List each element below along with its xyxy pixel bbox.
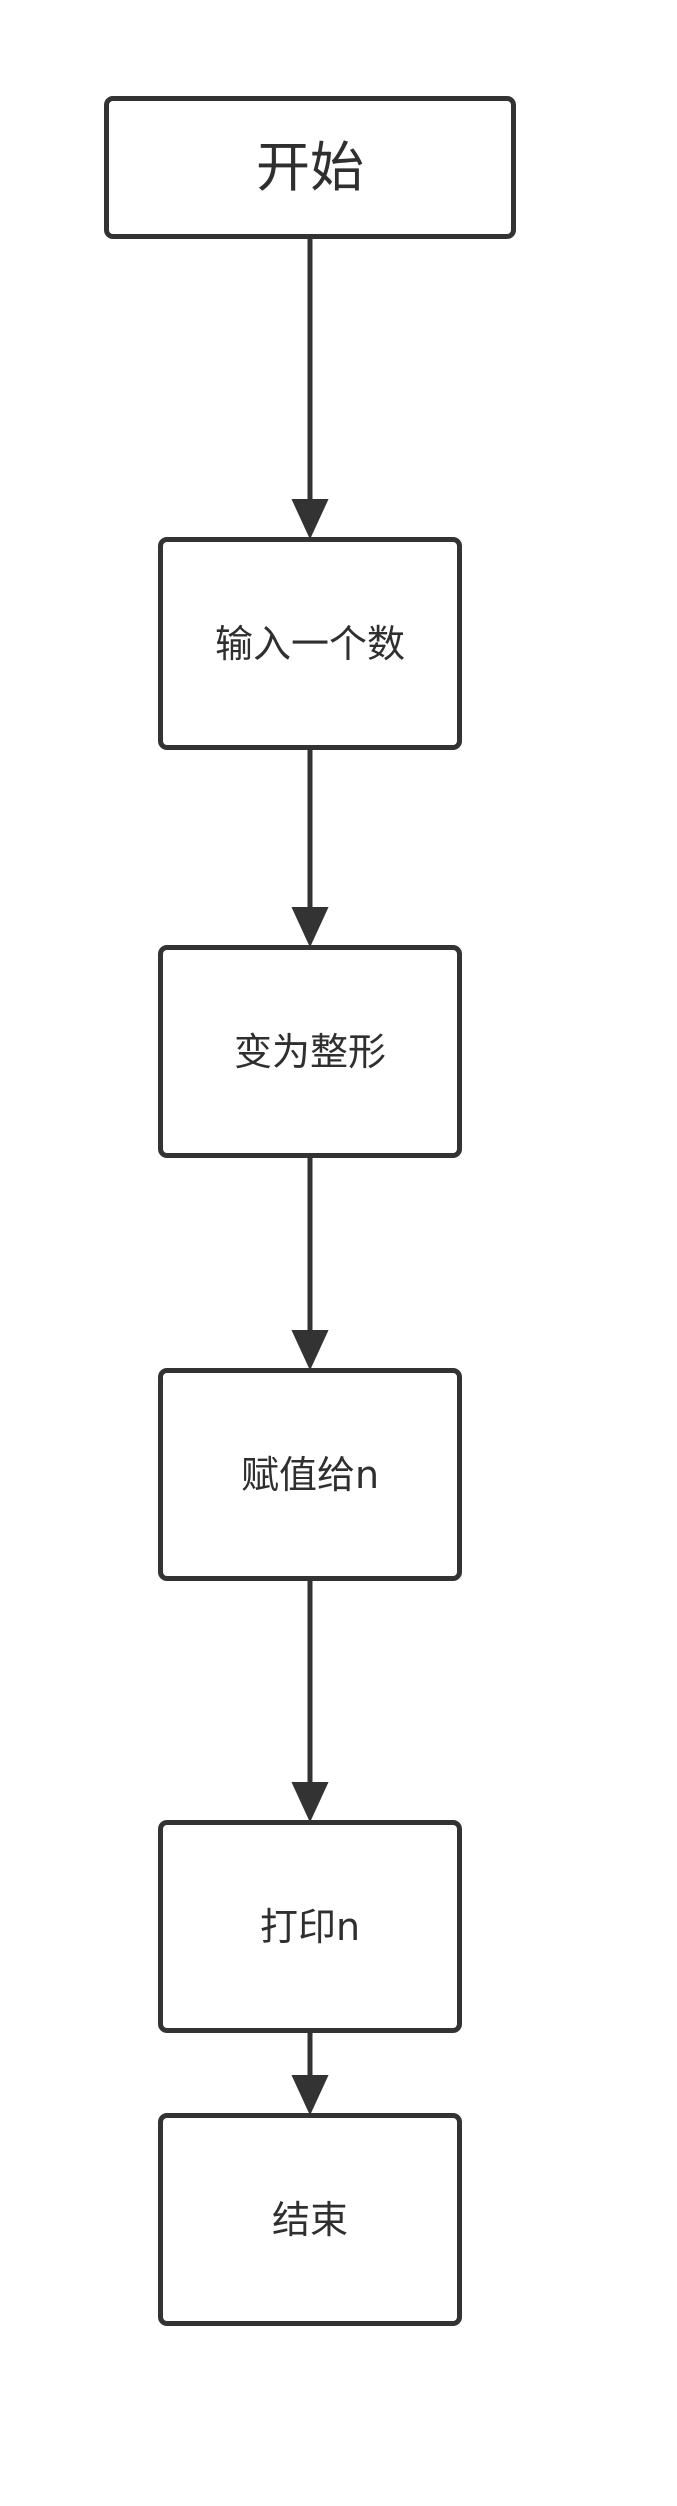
arrowhead-to-input [291, 499, 329, 540]
convert-to-integer-node: 变为整形 [158, 945, 462, 1158]
assign-to-n-node: 赋值给n [158, 1368, 462, 1581]
input-number-node: 输入一个数 [158, 537, 462, 750]
end-node: 结束 [158, 2113, 462, 2326]
arrowhead-to-print [291, 1782, 329, 1823]
end-node-label: 结束 [271, 2197, 348, 2242]
arrowhead-to-convert [291, 907, 329, 948]
input-number-node-label: 输入一个数 [214, 621, 405, 666]
start-node-label: 开始 [256, 135, 364, 199]
arrowhead-to-end [291, 2075, 329, 2116]
arrowhead-to-assign [291, 1330, 329, 1371]
convert-to-integer-node-label: 变为整形 [233, 1029, 386, 1074]
print-n-node-label: 打印n [259, 1904, 361, 1949]
assign-to-n-node-label: 赋值给n [240, 1452, 380, 1497]
print-n-node: 打印n [158, 1820, 462, 2033]
start-node: 开始 [104, 96, 516, 239]
